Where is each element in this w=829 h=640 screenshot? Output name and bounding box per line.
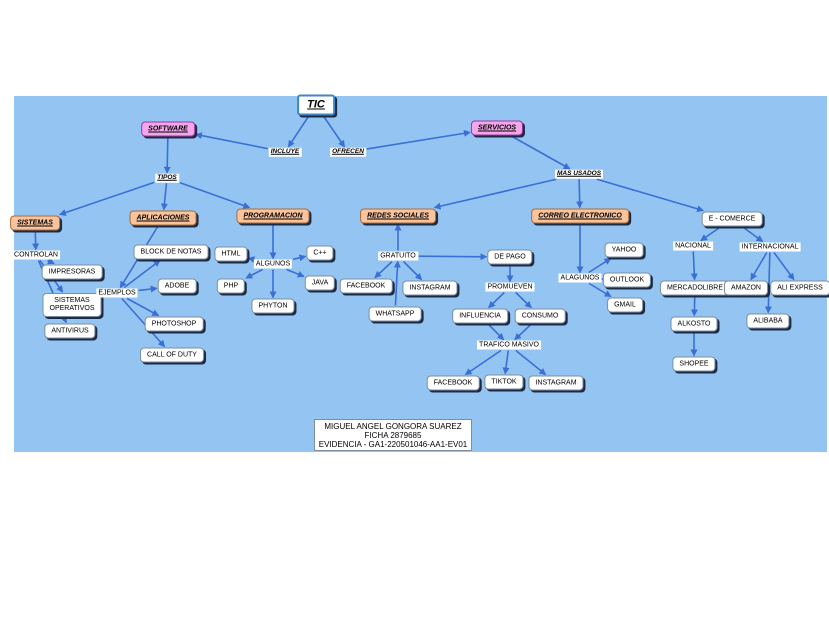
node-php: PHP [216, 278, 246, 294]
node-nacional: NACIONAL [673, 241, 713, 251]
node-de-pago: DE PAGO [487, 249, 533, 265]
node-phyton: PHYTON [251, 298, 295, 314]
node-redes-sociales: REDES SOCIALES [360, 208, 436, 224]
node-ecomerce: E - COMERCE [701, 211, 763, 227]
node-ejemplos: EJEMPLOS [96, 288, 138, 298]
node-html: HTML [214, 246, 248, 262]
credits-author: MIGUEL ANGEL GONGORA SUAREZ [324, 422, 462, 431]
node-adobe: ADOBE [157, 278, 197, 294]
credits-box: MIGUEL ANGEL GONGORA SUAREZ FICHA 287968… [314, 419, 472, 451]
node-ofrecen: OFRECEN [330, 147, 366, 157]
node-incluye: INCLUYE [268, 147, 302, 157]
node-alkosto: ALKOSTO [670, 316, 718, 332]
node-mercadolibre: MERCADOLIBRE [659, 280, 731, 296]
credits-evidencia: EVIDENCIA - GA1-220501046-AA1-EV01 [318, 440, 468, 450]
node-mas-usados: MAS USADOS [554, 169, 604, 179]
node-tic: TIC [297, 94, 335, 116]
node-sistemas-operativos: SISTEMAS OPERATIVOS [42, 292, 102, 318]
node-aliexpress: ALI EXPRESS [770, 280, 829, 296]
node-gmail: GMAIL [607, 297, 643, 313]
node-cpp: C++ [306, 245, 334, 261]
node-controlan: CONTROLAN [12, 250, 60, 260]
node-software: SOFTWARE [141, 121, 195, 137]
node-block-notas: BLOCK DE NOTAS [133, 244, 209, 260]
node-promueven: PROMUEVEN [485, 282, 535, 292]
credits-ficha: FICHA 2879685 [364, 431, 422, 441]
node-photoshop: PHOTOSHOP [144, 316, 204, 332]
node-facebook2: FACEBOOK [426, 375, 480, 391]
node-aplicaciones: APLICACIONES [129, 210, 197, 226]
node-gratuito: GRATUITO [378, 251, 418, 261]
node-java: JAVA [304, 275, 336, 291]
node-sistemas: SISTEMAS [10, 215, 60, 231]
node-tipos: TIPOS [155, 173, 179, 183]
node-programacion: PROGRAMACION [236, 208, 310, 224]
node-instagram1: INSTAGRAM [402, 280, 458, 296]
node-outlook: OUTLOOK [602, 272, 652, 288]
node-impresoras: IMPRESORAS [41, 264, 103, 280]
node-antivirus: ANTIVIRUS [44, 323, 96, 339]
node-influencia: INFLUENCIA [452, 308, 508, 324]
node-consumo: CONSUMO [514, 308, 566, 324]
node-trafico: TRAFICO MASIVO [477, 340, 541, 350]
node-alagunos: ALAGUNOS [558, 273, 602, 283]
node-internacional: INTERNACIONAL [739, 242, 801, 252]
node-facebook1: FACEBOOK [339, 278, 393, 294]
node-correo: CORREO ELECTRONICO [531, 208, 629, 224]
node-amazon: AMAZON [724, 280, 768, 296]
node-tiktok: TIKTOK [484, 374, 524, 390]
node-yahoo: YAHOO [604, 242, 644, 258]
node-servicios: SERVICIOS [470, 120, 524, 136]
node-call-of-duty: CALL OF DUTY [140, 347, 204, 363]
node-instagram2: INSTAGRAM [528, 375, 584, 391]
node-whatsapp: WHATSAPP [368, 306, 422, 322]
concept-map-canvas [14, 96, 827, 452]
node-algunos: ALGUNOS [253, 259, 293, 269]
node-alibaba: ALIBABA [746, 313, 790, 329]
node-shopee: SHOPEE [672, 356, 716, 372]
